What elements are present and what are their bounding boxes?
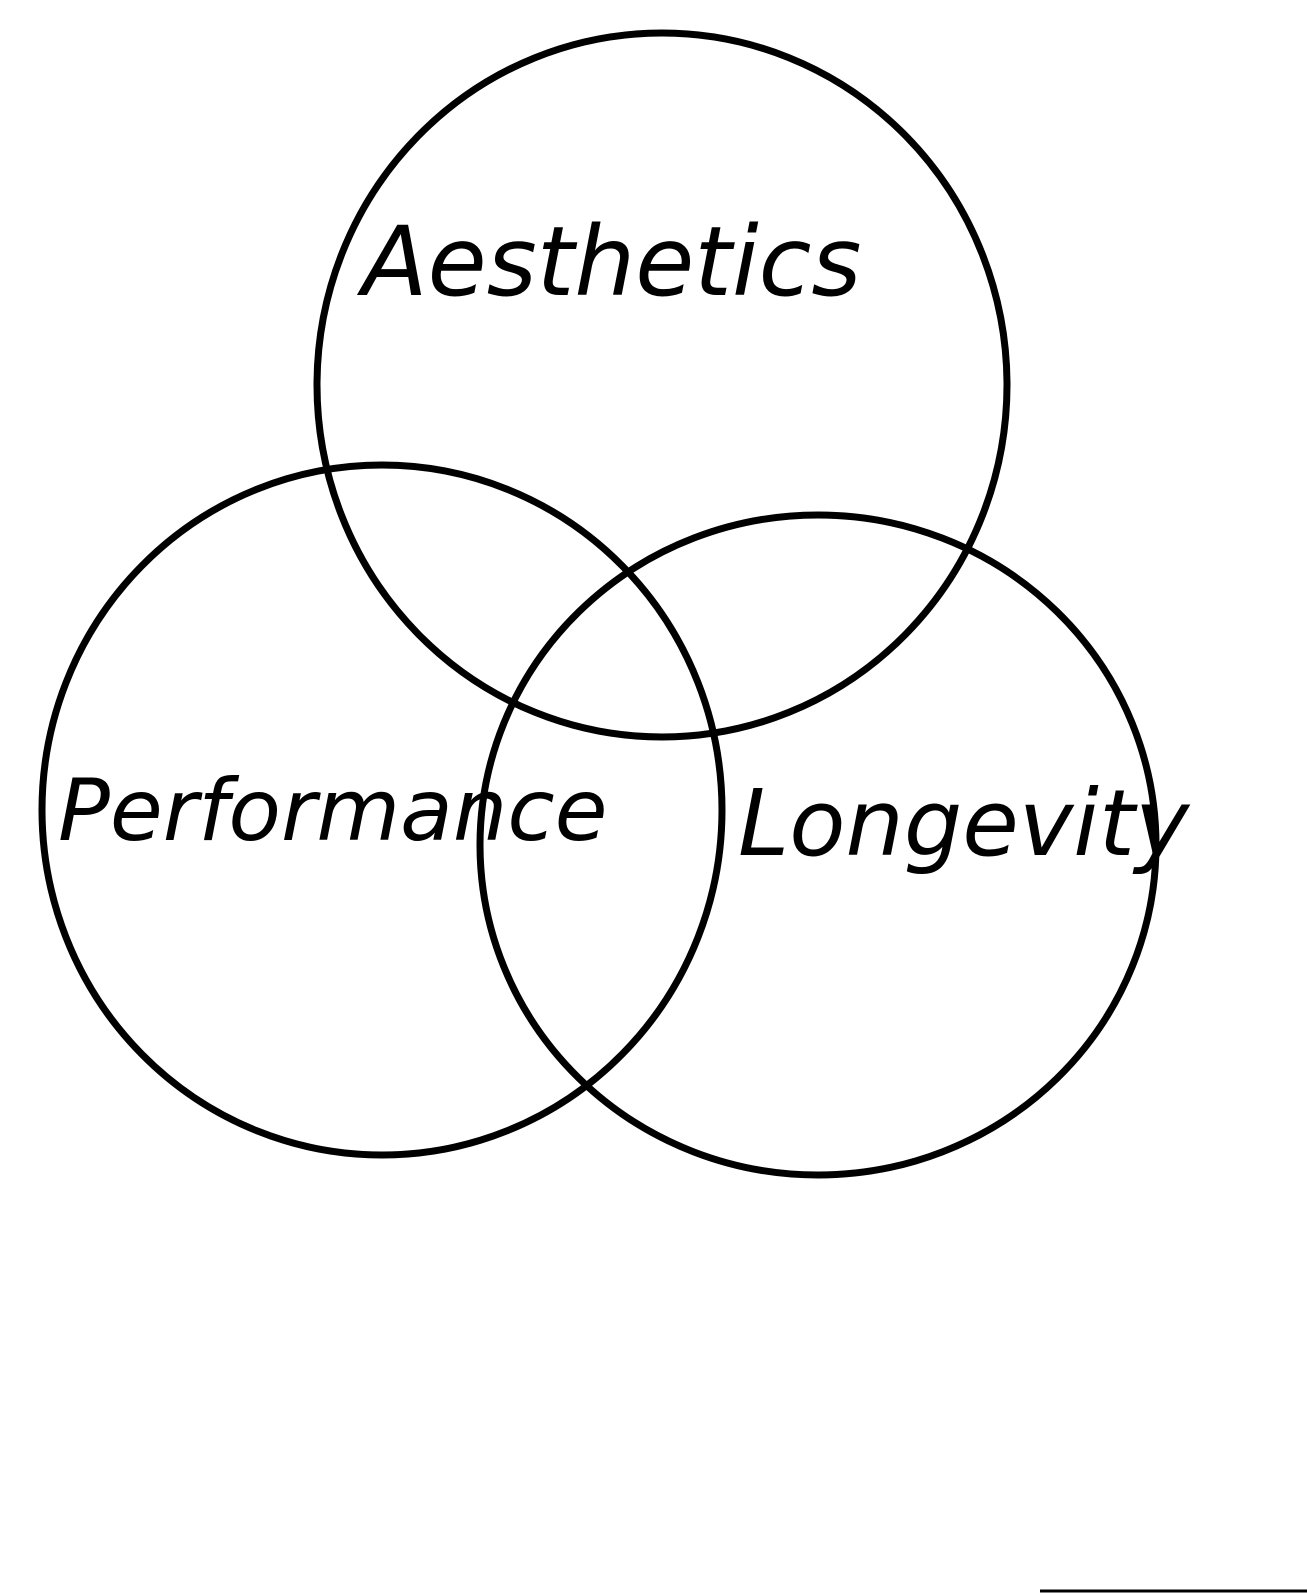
aesthetics-circle	[313, 29, 1011, 741]
longevity-label: Longevity	[738, 770, 1191, 877]
performance-label: Performance	[58, 761, 608, 861]
aesthetics-label: Aesthetics	[356, 206, 861, 318]
performance-circle	[38, 461, 726, 1159]
longevity-circle	[476, 511, 1160, 1179]
